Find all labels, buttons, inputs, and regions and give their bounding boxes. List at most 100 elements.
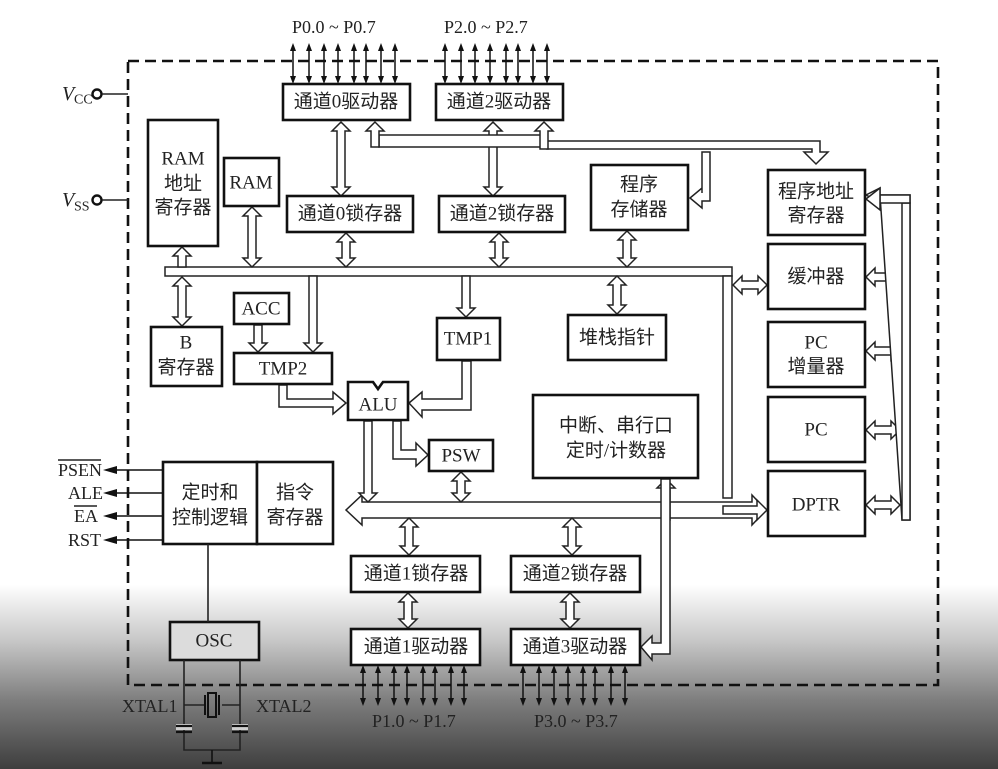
pin-arrow-head <box>461 665 467 673</box>
pin-arrow-head <box>290 43 296 51</box>
pin-arrow-head <box>375 698 381 706</box>
alu-block: ALU <box>346 380 410 422</box>
pin-arrow-head <box>461 698 467 706</box>
vss-label: V <box>62 189 77 211</box>
alu-to-bus-arrow <box>357 420 379 504</box>
p3-driver-label: 通道3驱动器 <box>523 636 628 658</box>
tmp1-label: TMP1 <box>444 329 493 350</box>
control-signal-arrow-head <box>103 512 117 520</box>
pin-arrow-head <box>472 76 478 84</box>
instruction-reg-line2: 寄存器 <box>266 507 323 529</box>
b-reg-line1: B <box>180 333 193 354</box>
bus-to-tmp1-arrow <box>455 275 477 319</box>
pin-arrow-head <box>321 76 327 84</box>
control-signal-arrow-head <box>103 536 117 544</box>
psen-label: PSEN <box>58 460 102 480</box>
pin-arrow-head <box>472 43 478 51</box>
psw-bus-arrow <box>450 470 472 504</box>
internal-bus-right-vertical <box>722 275 733 499</box>
timing-control-block: 定时和 控制逻辑 <box>161 460 259 546</box>
port-p2-label: P2.0 ~ P2.7 <box>444 17 528 37</box>
port-p0-label: P0.0 ~ P0.7 <box>292 17 376 37</box>
pin-arrow-head <box>335 43 341 51</box>
pin-arrow-head <box>608 665 614 673</box>
p2-latch-bottom-block: 通道2锁存器 <box>509 554 642 594</box>
p1-latch-driver-arrow <box>397 591 419 630</box>
pin-arrow-head <box>536 698 542 706</box>
instruction-reg-line1: 指令 <box>276 482 314 504</box>
ram-address-register-block: RAM 地址 寄存器 <box>146 118 220 248</box>
ale-label: ALE <box>68 483 103 503</box>
pin-arrow-head <box>536 665 542 673</box>
pin-arrow-head <box>608 698 614 706</box>
program-memory-line2: 存储器 <box>610 199 667 221</box>
address-bus-to-p0-driver-arrow <box>364 120 386 148</box>
pin-arrow-head <box>306 43 312 51</box>
crystal-icon <box>207 692 217 718</box>
p1-pin-arrows <box>360 665 467 706</box>
vss-subscript: SS <box>74 200 90 215</box>
tmp1-block: TMP1 <box>435 316 502 362</box>
p1-driver-block: 通道1驱动器 <box>349 627 482 667</box>
dptr-right-bus-arrow <box>864 494 902 516</box>
bus-to-tmp2-arrow <box>302 275 324 354</box>
p0-latch-block: 通道0锁存器 <box>285 194 415 234</box>
buffer-block: 缓冲器 <box>766 242 867 311</box>
ram-block: RAM <box>222 156 281 208</box>
pin-arrow-head <box>565 665 571 673</box>
program-memory-line1: 程序 <box>620 174 658 196</box>
pin-arrow-head <box>487 76 493 84</box>
pin-arrow-head <box>290 76 296 84</box>
p0-driver-latch-arrow <box>330 120 352 198</box>
vcc-terminal <box>91 88 103 100</box>
pin-arrow-head <box>306 76 312 84</box>
pin-arrow-head <box>442 43 448 51</box>
program-memory-block: 程序 存储器 <box>589 163 690 232</box>
pin-arrow-head <box>351 76 357 84</box>
pin-arrow-head <box>360 665 366 673</box>
vss-terminal <box>91 194 103 206</box>
ram-addr-reg-line1: RAM <box>161 149 204 170</box>
pin-arrow-head <box>622 665 628 673</box>
right-loop-top <box>879 194 911 204</box>
program-address-register-block: 程序地址 寄存器 <box>766 168 867 237</box>
vcc-label: V <box>62 83 77 105</box>
pin-arrow-head <box>592 665 598 673</box>
pc-incrementer-line1: PC <box>804 333 827 354</box>
stack-pointer-block: 堆栈指针 <box>566 313 668 362</box>
interrupt-serial-timer-block: 中断、串行口 定时/计数器 <box>531 393 700 480</box>
p2-pin-arrows <box>442 43 550 84</box>
pin-arrow-head <box>544 76 550 84</box>
chip-boundary <box>126 59 940 687</box>
p0-latch-bus-arrow <box>335 231 357 269</box>
pin-arrow-head <box>351 43 357 51</box>
pc-incrementer-block: PC 增量器 <box>766 320 867 389</box>
bus-arrows <box>171 120 911 663</box>
pin-arrow-head <box>622 698 628 706</box>
program-memory-bus-arrow <box>616 229 638 269</box>
p3-driver-block: 通道3驱动器 <box>509 627 642 667</box>
osc-block: OSC <box>168 620 261 662</box>
pin-arrow-head <box>530 43 536 51</box>
tmp2-to-alu-arrow <box>278 384 348 416</box>
interrupt-serial-line1: 中断、串行口 <box>559 415 673 437</box>
pin-arrow-head <box>448 698 454 706</box>
pin-arrow-head <box>404 698 410 706</box>
pin-arrow-head <box>420 665 426 673</box>
alu-to-psw-arrow <box>392 420 430 468</box>
p2-driver-block: 通道2驱动器 <box>434 82 565 122</box>
pin-arrow-head <box>515 43 521 51</box>
pc-block: PC <box>766 395 867 464</box>
p2-latch-top-label: 通道2锁存器 <box>450 203 555 225</box>
tmp2-block: TMP2 <box>232 351 334 386</box>
pin-arrow-head <box>432 665 438 673</box>
program-addr-reg-line2: 寄存器 <box>787 205 844 227</box>
timing-control-line2: 控制逻辑 <box>172 507 248 529</box>
vcc-subscript: CC <box>74 93 93 108</box>
vss-pin: V SS <box>62 189 128 215</box>
osc-label: OSC <box>196 631 233 652</box>
right-loop-vertical <box>901 202 911 521</box>
bus-to-dptr-arrow <box>722 498 769 522</box>
pin-arrow-head <box>360 698 366 706</box>
vcc-pin: V CC <box>62 83 128 108</box>
